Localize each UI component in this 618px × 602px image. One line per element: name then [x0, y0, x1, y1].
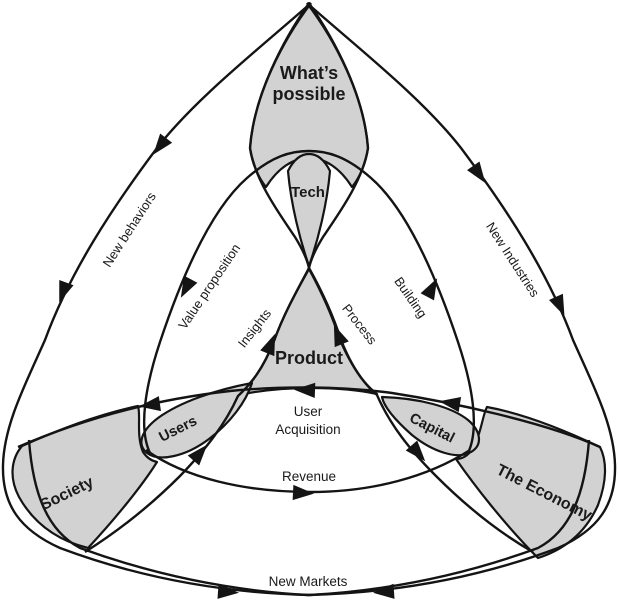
outer-left-loop-curve — [1, 2, 591, 597]
whats-possible-label-line1: What’s — [280, 63, 338, 83]
user-acquisition-label-line2: Acquisition — [275, 422, 340, 437]
users-lens-region — [140, 381, 254, 459]
whats-possible-label-line2: possible — [272, 84, 345, 104]
product-label: Product — [275, 348, 343, 368]
building-label: Building — [391, 274, 430, 321]
revenue-label: Revenue — [282, 469, 336, 484]
insights-loop-curve — [84, 2, 370, 554]
user-acquisition-label-line1: User — [294, 404, 323, 419]
capital-lens-region — [380, 395, 480, 457]
tech-label: Tech — [291, 184, 325, 201]
revenue-arrow — [292, 484, 315, 502]
outer-right-loop-curve — [27, 2, 617, 597]
new-behaviors-label: New behaviors — [100, 189, 160, 270]
value-building-curve — [142, 149, 476, 454]
new-industries-label: New Industries — [483, 219, 543, 300]
new-industries-arrow-lower — [548, 293, 572, 320]
new-markets-arrow-right — [372, 583, 395, 601]
tech-petal-region — [286, 152, 332, 268]
new-markets-label: New Markets — [269, 574, 348, 589]
process-loop-curve — [248, 2, 534, 554]
